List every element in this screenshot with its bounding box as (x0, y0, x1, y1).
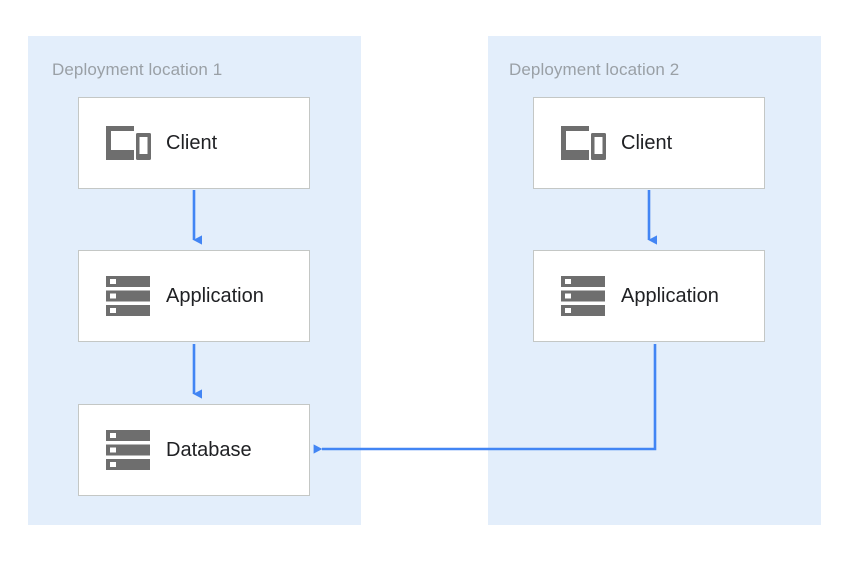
node-client-2[interactable]: Client (533, 97, 765, 189)
node-database-1[interactable]: Database (78, 404, 310, 496)
node-client-1-label: Client (166, 131, 218, 154)
node-application-1-label: Application (166, 284, 264, 307)
node-client-2-label: Client (621, 131, 673, 154)
deployment-zone-1-label: Deployment location 1 (52, 60, 223, 79)
node-application-1[interactable]: Application (78, 250, 310, 342)
server-stack-icon (547, 270, 619, 322)
node-application-2[interactable]: Application (533, 250, 765, 342)
node-database-1-label: Database (166, 438, 252, 461)
client-devices-icon (547, 117, 619, 169)
server-stack-icon (92, 424, 164, 476)
node-application-2-label: Application (621, 284, 719, 307)
server-stack-icon (92, 270, 164, 322)
node-client-1[interactable]: Client (78, 97, 310, 189)
deployment-zone-2-label: Deployment location 2 (509, 60, 680, 79)
client-devices-icon (92, 117, 164, 169)
